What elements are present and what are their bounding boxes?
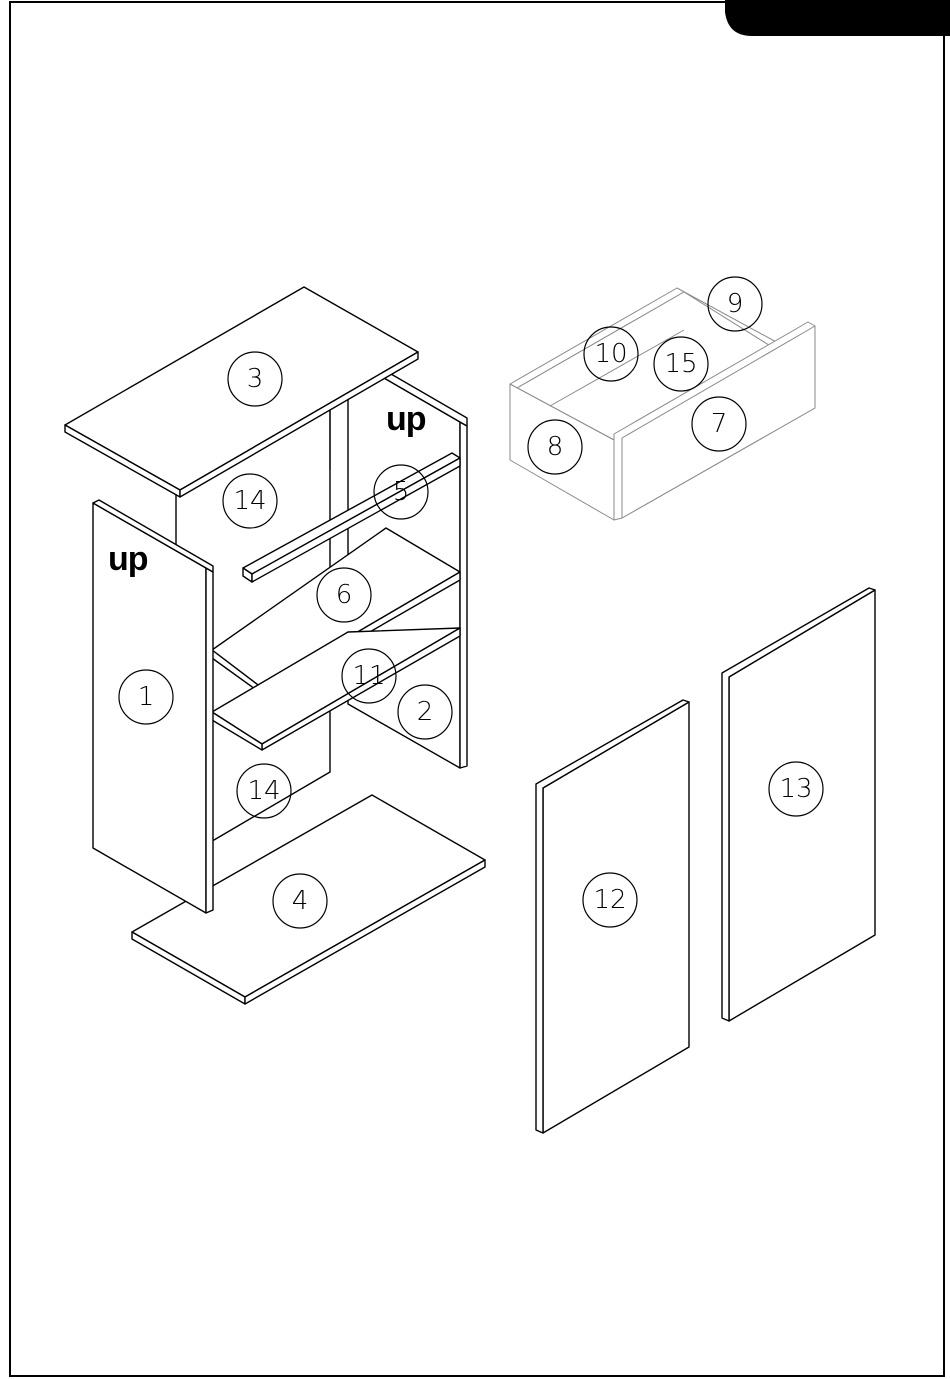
callout-label: 14 — [247, 776, 280, 806]
page-corner-tab — [725, 0, 950, 36]
callout-label: 3 — [247, 364, 264, 394]
callout-label: 8 — [547, 432, 564, 462]
callout-label: 12 — [593, 885, 626, 915]
callout-label: 2 — [417, 697, 434, 727]
door-panel-12 — [543, 702, 689, 1133]
callout-label: 9 — [727, 289, 744, 319]
callout-label: 4 — [292, 886, 309, 916]
callout-label: 6 — [336, 580, 353, 610]
up-label-right: up — [386, 400, 426, 438]
drawer-assembly — [510, 288, 815, 520]
callout-label: 10 — [594, 339, 627, 369]
callout-label: 13 — [779, 774, 812, 804]
door-panel-13 — [729, 590, 875, 1021]
callout-label: 7 — [711, 409, 728, 439]
side-panel-1-edge — [206, 568, 213, 913]
callout-label: 1 — [138, 682, 155, 712]
up-label-left: up — [108, 540, 148, 578]
callout-label: 14 — [233, 486, 266, 516]
side-panel-2-edge — [460, 422, 467, 768]
callout-label: 5 — [393, 477, 410, 507]
callout-label: 15 — [664, 349, 697, 379]
callout-label: 11 — [352, 661, 385, 691]
